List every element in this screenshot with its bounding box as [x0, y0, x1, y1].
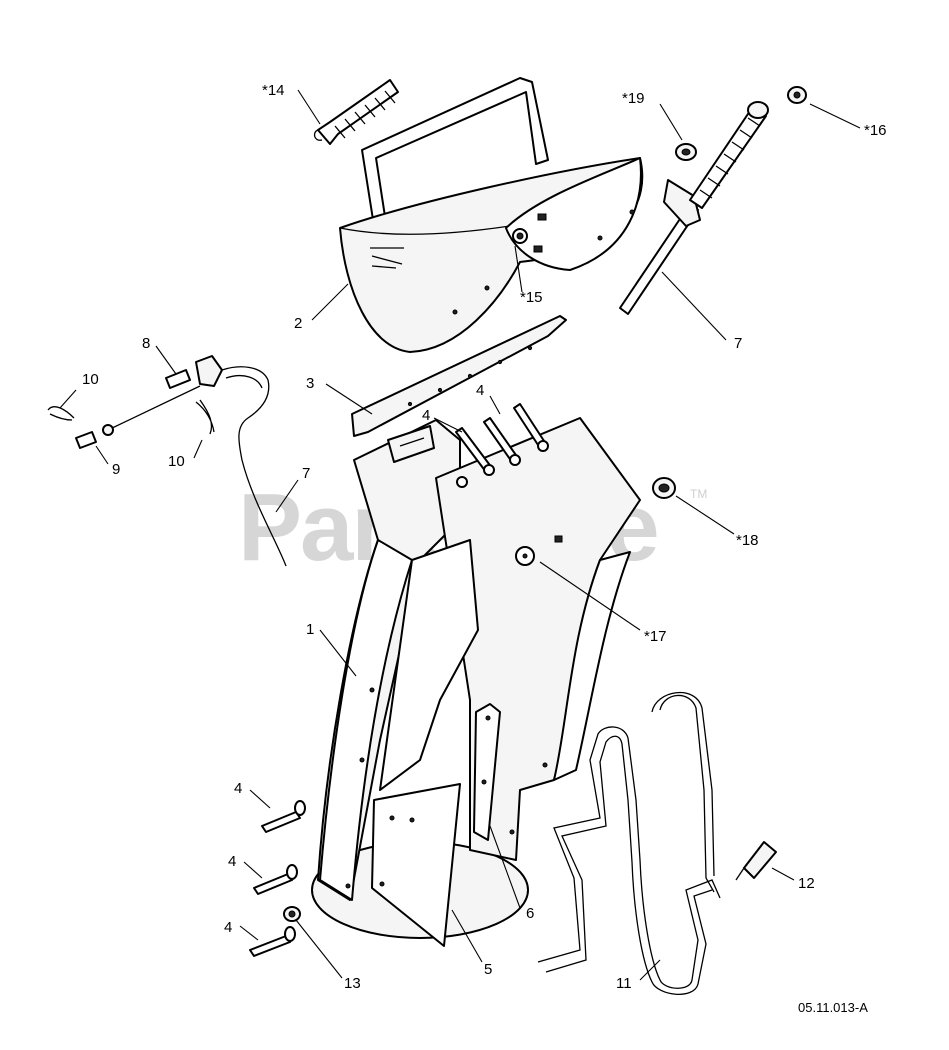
part-4-rivets-lower [249, 800, 306, 957]
callout-10-b: 10 [168, 453, 185, 470]
part-14-spring [313, 79, 399, 145]
part-12-spring [735, 841, 777, 881]
part-16-nut [787, 86, 807, 104]
callout-17: *17 [644, 628, 667, 645]
callout-2: 2 [294, 315, 302, 332]
callout-4-e: 4 [224, 919, 232, 936]
callout-9: 9 [112, 461, 120, 478]
callout-7-top: 7 [734, 335, 742, 352]
callout-8: 8 [142, 335, 150, 352]
part-18-nut [652, 477, 676, 499]
callout-6: 6 [526, 905, 534, 922]
callout-4-a: 4 [422, 407, 430, 424]
callout-16: *16 [864, 122, 887, 139]
callout-4-c: 4 [234, 780, 242, 797]
callout-3: 3 [306, 375, 314, 392]
watermark-trademark: TM [690, 487, 707, 501]
part-6-bracket [473, 703, 501, 841]
callout-19: *19 [622, 90, 645, 107]
callout-14: *14 [262, 82, 285, 99]
part-4-rivets-upper [455, 403, 549, 488]
part-3-plate [351, 315, 567, 437]
callout-4-b: 4 [476, 382, 484, 399]
callout-4-d: 4 [228, 853, 236, 870]
callout-7-mid: 7 [302, 465, 310, 482]
callout-5: 5 [484, 961, 492, 978]
callout-labels: *14 *19 *16 *15 2 7 8 10 9 10 3 4 4 7 *1… [82, 82, 887, 992]
part-5-flap [371, 783, 461, 947]
part-13-nut [283, 906, 301, 922]
part-7-rod-upper [619, 101, 769, 315]
callout-11: 11 [616, 975, 632, 992]
callout-12: 12 [798, 875, 815, 892]
part-2-deflector [339, 77, 644, 353]
part-11-crank-rod [537, 692, 721, 996]
callout-18: *18 [736, 532, 759, 549]
part-19-washer [675, 143, 697, 161]
drawing-code: 05.11.013-A [798, 1000, 868, 1015]
leader-lines [59, 89, 861, 981]
callout-10-a: 10 [82, 371, 99, 388]
part-8-9-10-linkage [47, 355, 287, 567]
callout-1: 1 [306, 621, 314, 638]
callout-15: *15 [520, 289, 543, 306]
callout-13: 13 [344, 975, 361, 992]
